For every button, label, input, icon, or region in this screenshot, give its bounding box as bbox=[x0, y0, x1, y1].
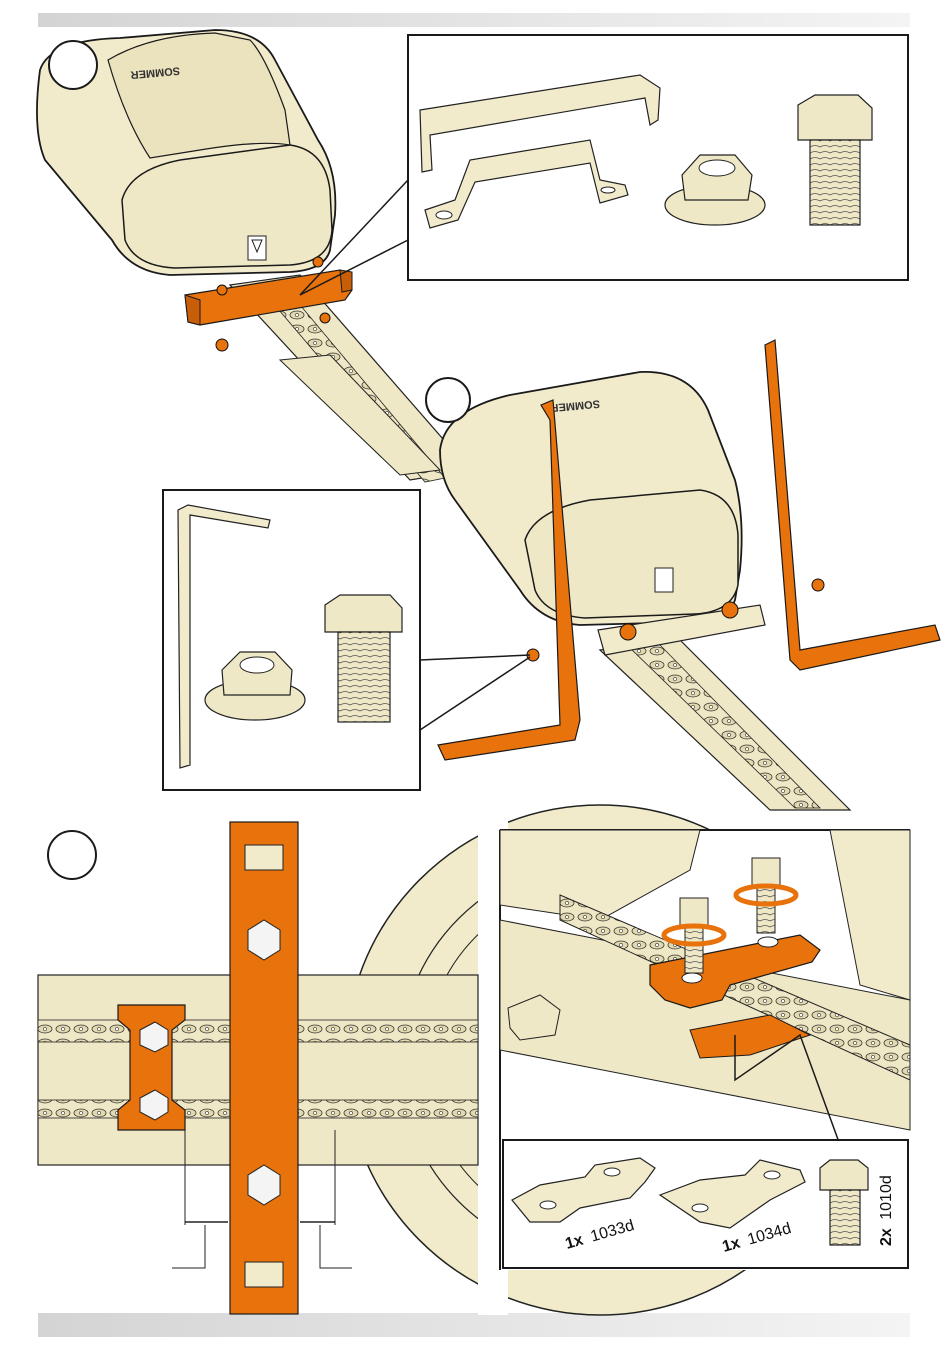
step-circle-3 bbox=[48, 831, 96, 879]
part-label-1010d: 2x 1010d bbox=[878, 1175, 895, 1246]
motor-housing-2: SOMMER bbox=[440, 372, 742, 625]
hanger-bracket-right bbox=[765, 340, 940, 670]
part-code-1010d: 1010d bbox=[878, 1175, 895, 1220]
vertical-bracket-3 bbox=[230, 822, 298, 1314]
step-2: SOMMER bbox=[163, 340, 940, 810]
step-4: 1x 1033d 1x 1034d 2x 1010d bbox=[500, 830, 910, 1270]
part-qty-1010d: 2x bbox=[878, 1228, 895, 1246]
step-circle-2 bbox=[426, 378, 470, 422]
step-circle-1 bbox=[49, 41, 97, 89]
